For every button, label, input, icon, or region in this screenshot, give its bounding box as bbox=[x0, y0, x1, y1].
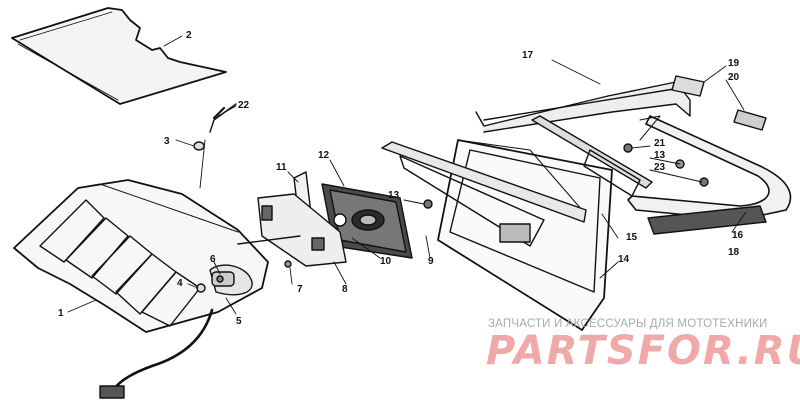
callout-1: 1 bbox=[58, 308, 64, 319]
callout-17: 17 bbox=[522, 50, 534, 61]
callout-4: 4 bbox=[177, 278, 183, 289]
callout-8: 8 bbox=[342, 284, 348, 295]
callout-7: 7 bbox=[297, 284, 303, 295]
leader-lines bbox=[67, 35, 747, 315]
callout-23: 23 bbox=[654, 162, 666, 173]
callout-12: 12 bbox=[318, 150, 330, 161]
part-19-decal bbox=[671, 75, 705, 97]
callout-20: 20 bbox=[728, 72, 740, 83]
callout-19: 19 bbox=[728, 58, 740, 69]
part-number-callouts: 2 22 3 4 1 5 6 7 8 9 10 11 12 13 14 15 1… bbox=[58, 30, 744, 327]
part-1-housing bbox=[13, 179, 269, 333]
callout-11: 11 bbox=[276, 162, 287, 173]
part-21-screw bbox=[623, 143, 633, 153]
callout-10: 10 bbox=[380, 256, 392, 267]
callout-6: 6 bbox=[210, 254, 216, 265]
watermark-subtitle: ЗАПЧАСТИ И АКСЕССУАРЫ ДЛЯ МОТОТЕХНИКИ bbox=[488, 318, 768, 330]
callout-18: 18 bbox=[728, 247, 740, 258]
part-10-bulb bbox=[333, 213, 347, 227]
callout-21: 21 bbox=[654, 138, 666, 149]
part-17-upper-frame bbox=[475, 81, 691, 133]
callout-14: 14 bbox=[618, 254, 630, 265]
part-9-mounting-bar bbox=[381, 141, 587, 247]
watermark-logo: PARTSFOR.RU bbox=[486, 328, 800, 372]
callout-22: 22 bbox=[238, 100, 250, 111]
part-12-lens bbox=[321, 183, 413, 259]
part-5-6-lamp-socket bbox=[211, 271, 235, 287]
callout-13-right: 13 bbox=[654, 150, 666, 161]
part-22-wire bbox=[209, 103, 237, 133]
part-20-reflector bbox=[733, 109, 767, 131]
callout-9: 9 bbox=[428, 256, 434, 267]
callout-16: 16 bbox=[732, 230, 744, 241]
part-13-nut bbox=[423, 199, 433, 209]
callout-5: 5 bbox=[236, 316, 242, 327]
watermark-logo-text: PARTSFOR.RU bbox=[486, 328, 800, 372]
wiring-harness bbox=[99, 308, 214, 399]
part-16-18-tube-frame bbox=[627, 115, 792, 235]
callout-13-left: 13 bbox=[388, 190, 400, 201]
part-3-clip bbox=[193, 141, 205, 151]
part-7-screw bbox=[284, 260, 292, 268]
callout-15: 15 bbox=[626, 232, 638, 243]
callout-3: 3 bbox=[164, 136, 170, 147]
part-8-lamp-bracket bbox=[257, 193, 347, 267]
callout-2: 2 bbox=[186, 30, 192, 41]
part-2-cover-plate bbox=[11, 7, 227, 105]
